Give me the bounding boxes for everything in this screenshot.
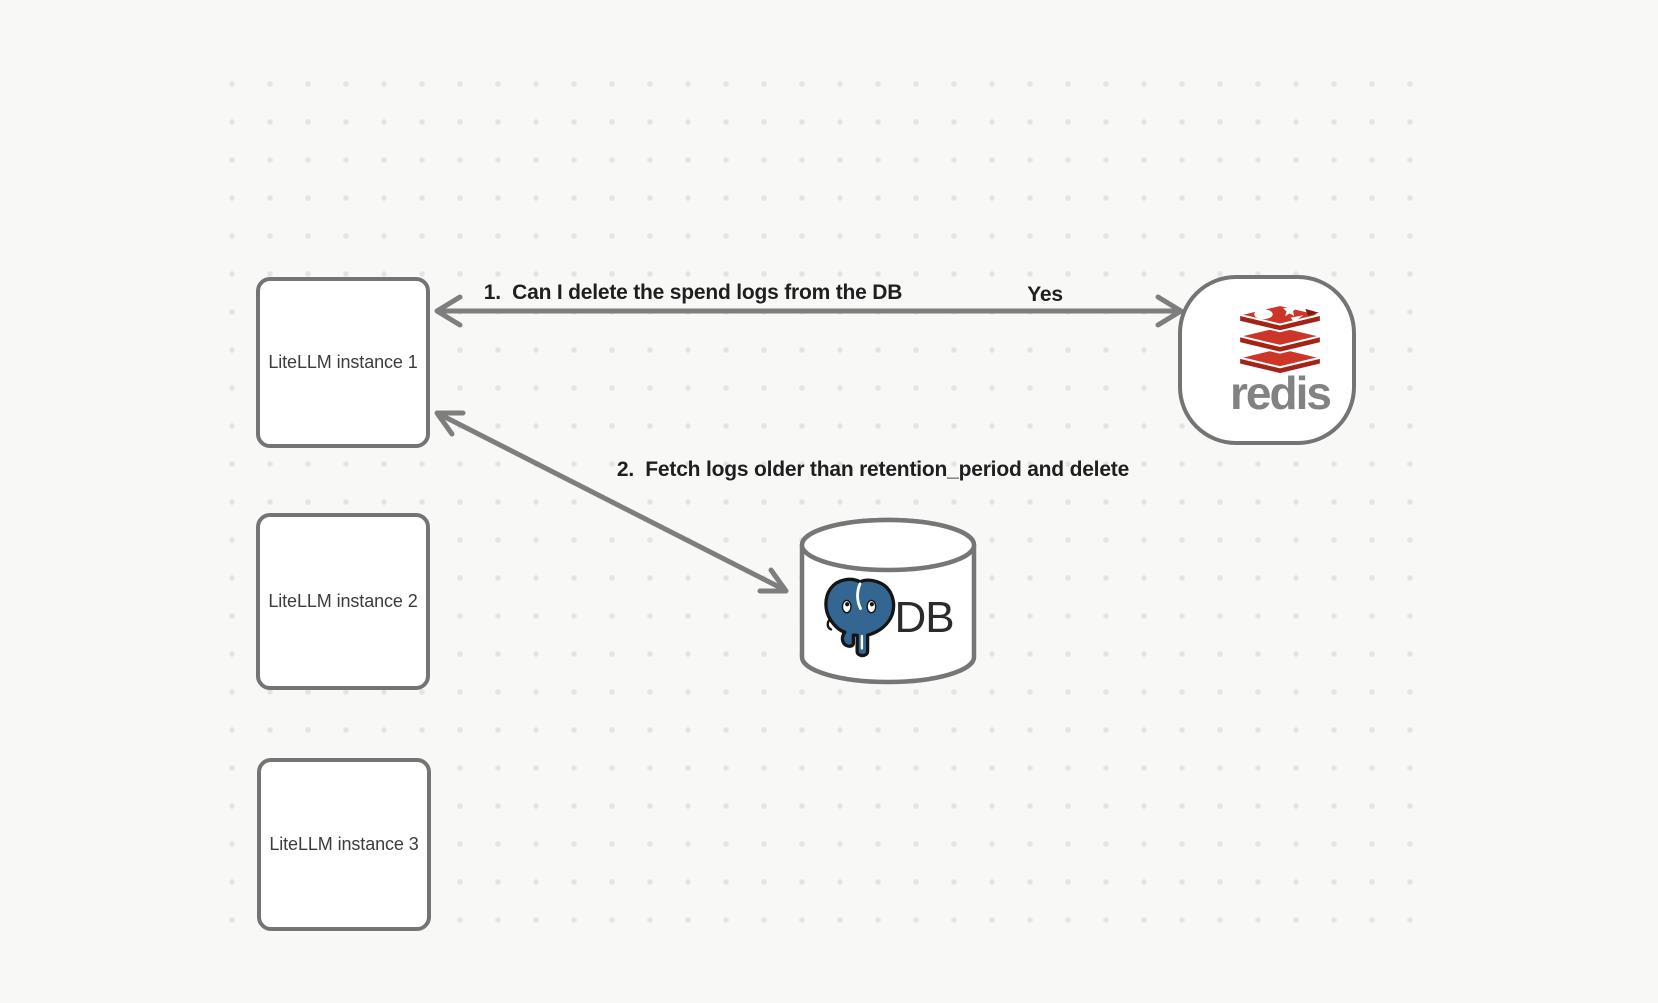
- edge-1-label[interactable]: 1. Can I delete the spend logs from the …: [483, 281, 903, 304]
- redis-logo-icon: [1238, 305, 1322, 376]
- node-database[interactable]: DB: [797, 515, 979, 687]
- node-litellm-instance-1[interactable]: LiteLLM instance 1: [256, 277, 430, 448]
- database-label: DB: [894, 593, 954, 642]
- node-litellm-instance-3[interactable]: LiteLLM instance 3: [257, 758, 431, 931]
- arrow-2-head-top-icon: [434, 410, 466, 437]
- arrow-2-shaft: [438, 412, 786, 592]
- redis-wordmark: redis: [1230, 367, 1332, 420]
- postgresql-logo-icon: [824, 577, 896, 658]
- edge-2-label[interactable]: 2. Fetch logs older than retention_perio…: [616, 458, 1130, 481]
- node-litellm-instance-2-label: LiteLLM instance 2: [268, 591, 418, 611]
- edge-1-reply-label[interactable]: Yes: [1027, 283, 1063, 306]
- node-redis[interactable]: redis: [1178, 275, 1356, 445]
- node-litellm-instance-1-label: LiteLLM instance 1: [268, 352, 418, 372]
- arrow-1-head-left-icon: [434, 294, 463, 328]
- arrow-2-head-bottom-icon: [757, 567, 789, 594]
- node-litellm-instance-3-label: LiteLLM instance 3: [269, 834, 419, 854]
- arrow-litellm-db[interactable]: [434, 410, 789, 594]
- node-litellm-instance-2[interactable]: LiteLLM instance 2: [256, 513, 430, 690]
